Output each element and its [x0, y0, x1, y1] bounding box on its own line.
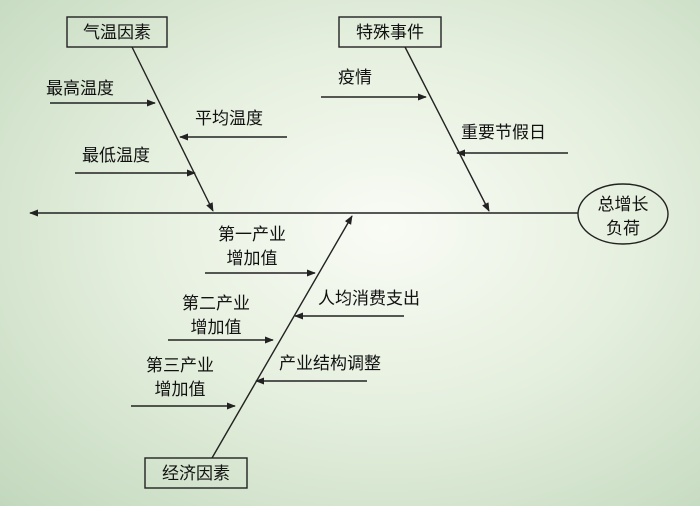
cause-industrial-structure-label: 产业结构调整: [279, 354, 381, 374]
cause-consumption: 人均消费支出: [294, 289, 420, 320]
cause-tertiary-industry-line1: 第三产业: [146, 356, 214, 376]
effect-label-line1: 总增长: [598, 195, 649, 215]
cause-max-temp-label: 最高温度: [46, 79, 114, 99]
category-economy-title: 经济因素: [162, 464, 230, 484]
cause-secondary-industry: 第二产业 增加值: [168, 294, 274, 344]
weather-bone: [131, 46, 214, 212]
cause-max-temp: 最高温度: [46, 79, 156, 107]
category-economy: 经济因素: [144, 215, 353, 489]
cause-tertiary-industry: 第三产业 增加值: [131, 356, 236, 410]
cause-industrial-structure: 产业结构调整: [255, 354, 381, 385]
effect-label-line2: 负荷: [606, 219, 640, 239]
cause-secondary-industry-line2: 增加值: [191, 318, 242, 338]
cause-tertiary-industry-line2: 增加值: [155, 380, 206, 400]
special-bone: [404, 46, 490, 212]
cause-epidemic: 疫情: [321, 68, 427, 101]
economy-bone: [211, 215, 353, 459]
category-weather-title: 气温因素: [83, 23, 151, 43]
cause-primary-industry-line1: 第一产业: [218, 225, 286, 245]
cause-consumption-label: 人均消费支出: [318, 289, 420, 309]
cause-avg-temp-label: 平均温度: [195, 109, 263, 129]
cause-min-temp-label: 最低温度: [82, 146, 150, 166]
category-special-title: 特殊事件: [356, 23, 424, 43]
cause-min-temp: 最低温度: [75, 146, 196, 177]
cause-epidemic-label: 疫情: [338, 68, 372, 88]
cause-primary-industry: 第一产业 增加值: [205, 225, 316, 277]
cause-holidays-label: 重要节假日: [461, 123, 546, 143]
cause-primary-industry-line2: 增加值: [227, 249, 278, 269]
cause-avg-temp: 平均温度: [179, 109, 287, 141]
cause-holidays: 重要节假日: [456, 123, 568, 157]
category-special: 特殊事件: [338, 16, 490, 212]
effect-node: 总增长 负荷: [577, 183, 669, 245]
category-weather: 气温因素: [66, 16, 214, 212]
cause-secondary-industry-line1: 第二产业: [182, 294, 250, 314]
